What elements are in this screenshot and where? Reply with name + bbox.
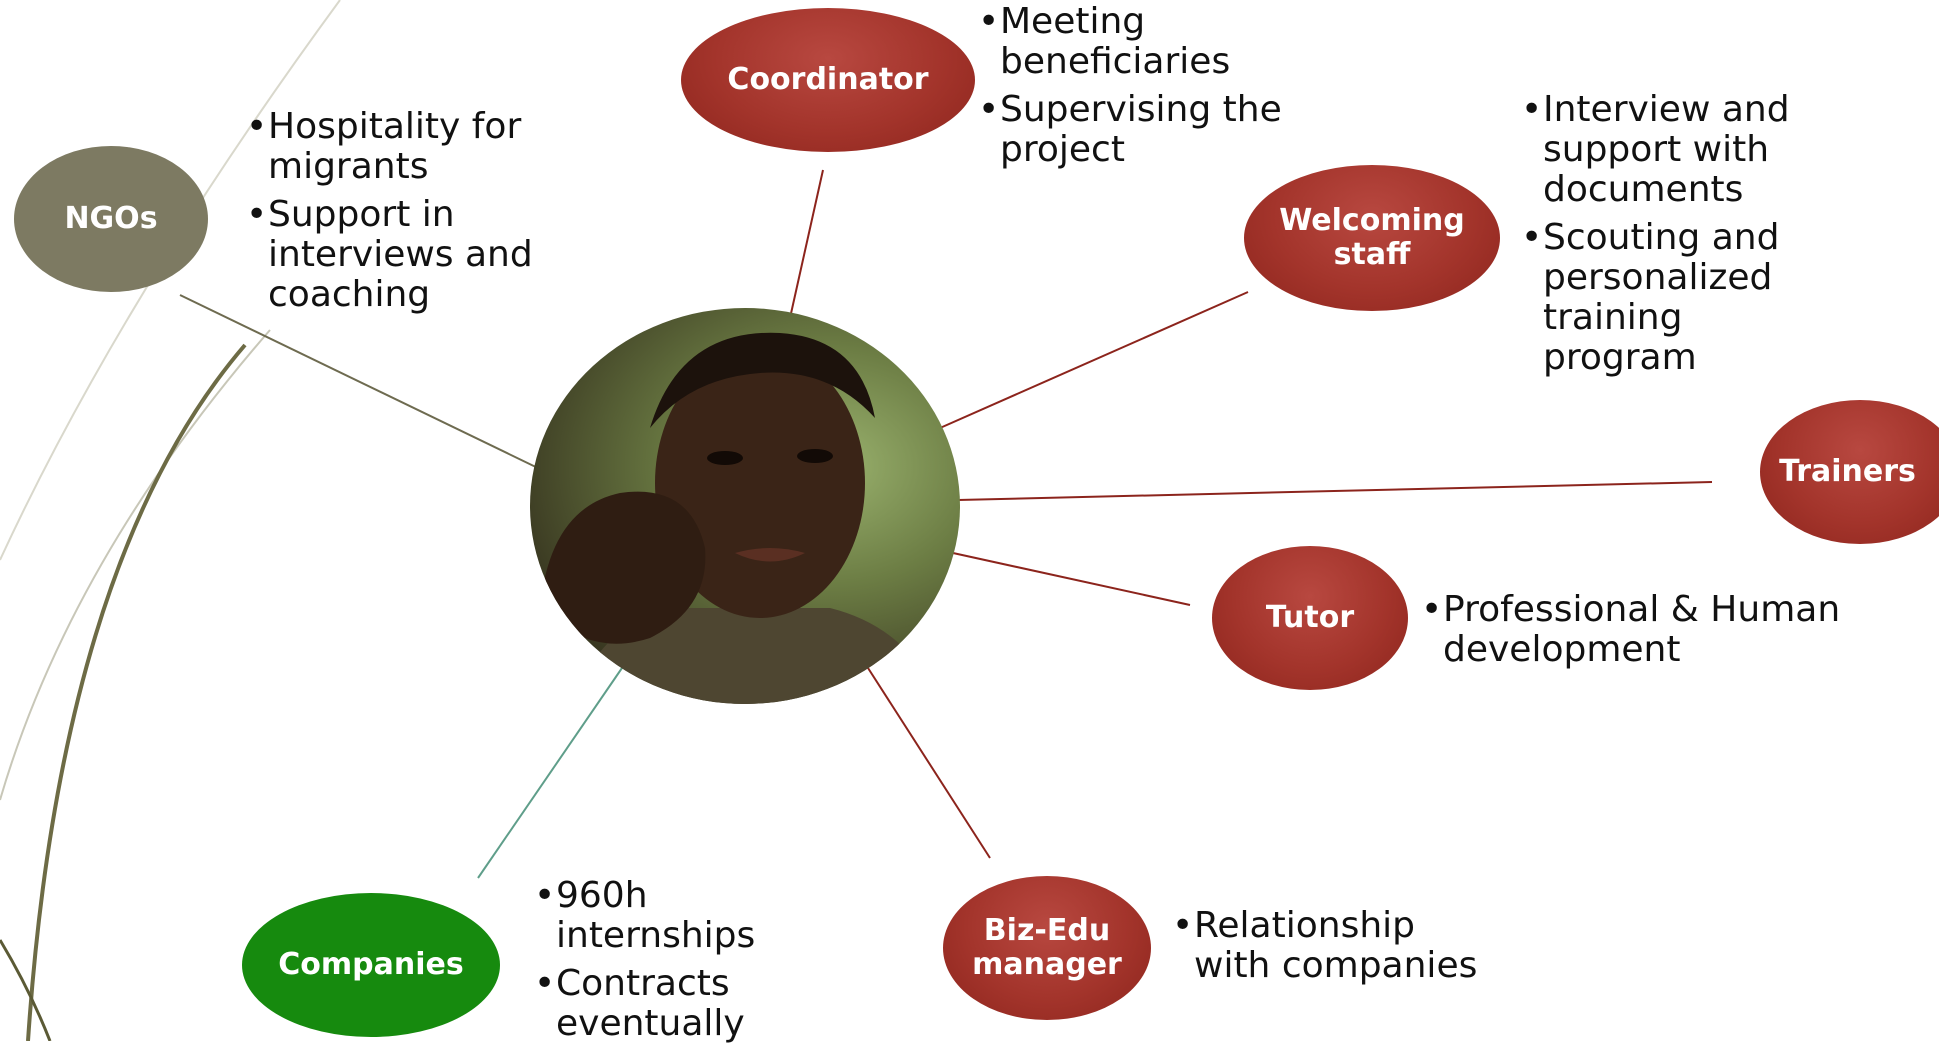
background-arc-inner bbox=[0, 329, 271, 801]
beneficiary-portrait bbox=[530, 308, 960, 704]
node-coordinator-label: Coordinator bbox=[727, 62, 929, 97]
node-tutor-label: Tutor bbox=[1265, 600, 1355, 635]
portrait-shirt bbox=[570, 608, 940, 704]
node-biz-edu-manager: Biz-Edu manager bbox=[943, 876, 1151, 1020]
background-arc-bold bbox=[26, 343, 247, 1041]
list-item: Support in interviews and coaching bbox=[246, 195, 566, 315]
node-welcoming-staff-label: Welcoming staff bbox=[1279, 203, 1465, 272]
list-item: Interview and support with documents bbox=[1521, 90, 1841, 210]
node-ngos: NGOs bbox=[14, 146, 208, 292]
list-item: Scouting and personalized training progr… bbox=[1521, 218, 1841, 378]
background-arc-corner bbox=[0, 939, 52, 1041]
list-item: Meeting beneficiaries bbox=[978, 2, 1318, 82]
node-ngos-label: NGOs bbox=[64, 201, 158, 236]
connector-welcoming bbox=[939, 291, 1249, 429]
node-companies: Companies bbox=[242, 893, 500, 1037]
portrait-mouth bbox=[735, 548, 805, 562]
background-arc-outer bbox=[0, 0, 341, 561]
list-item: Professional & Human development bbox=[1421, 590, 1851, 670]
connector-tutor bbox=[952, 552, 1191, 606]
node-tutor: Tutor bbox=[1212, 546, 1408, 690]
welcoming-staff-bullets: Interview and support with documents Sco… bbox=[1521, 90, 1841, 386]
portrait-eye-left bbox=[707, 451, 743, 465]
portrait-hair bbox=[650, 332, 875, 428]
list-item: 960h internships bbox=[534, 876, 764, 956]
biz-edu-manager-bullets: Relationship with companies bbox=[1172, 906, 1502, 994]
list-item: Supervising the project bbox=[978, 90, 1318, 170]
connector-trainers bbox=[957, 481, 1713, 501]
tutor-bullets: Professional & Human development bbox=[1421, 590, 1851, 678]
portrait-hand bbox=[540, 491, 706, 644]
coordinator-bullets: Meeting beneficiaries Supervising the pr… bbox=[978, 2, 1318, 178]
node-companies-label: Companies bbox=[278, 947, 464, 982]
node-trainers: Trainers bbox=[1760, 400, 1939, 544]
portrait-illustration bbox=[540, 332, 940, 704]
ngos-bullets: Hospitality for migrants Support in inte… bbox=[246, 107, 566, 323]
node-biz-edu-manager-label: Biz-Edu manager bbox=[972, 913, 1122, 982]
connector-ngos bbox=[179, 294, 543, 471]
node-welcoming-staff: Welcoming staff bbox=[1244, 165, 1500, 311]
companies-bullets: 960h internships Contracts eventually bbox=[534, 876, 764, 1052]
list-item: Relationship with companies bbox=[1172, 906, 1502, 986]
portrait-eye-right bbox=[797, 449, 833, 463]
node-trainers-label: Trainers bbox=[1779, 454, 1916, 489]
list-item: Contracts eventually bbox=[534, 964, 764, 1044]
node-coordinator: Coordinator bbox=[681, 8, 975, 152]
list-item: Hospitality for migrants bbox=[246, 107, 566, 187]
portrait-face bbox=[655, 348, 865, 618]
connector-coordinator bbox=[789, 169, 824, 319]
